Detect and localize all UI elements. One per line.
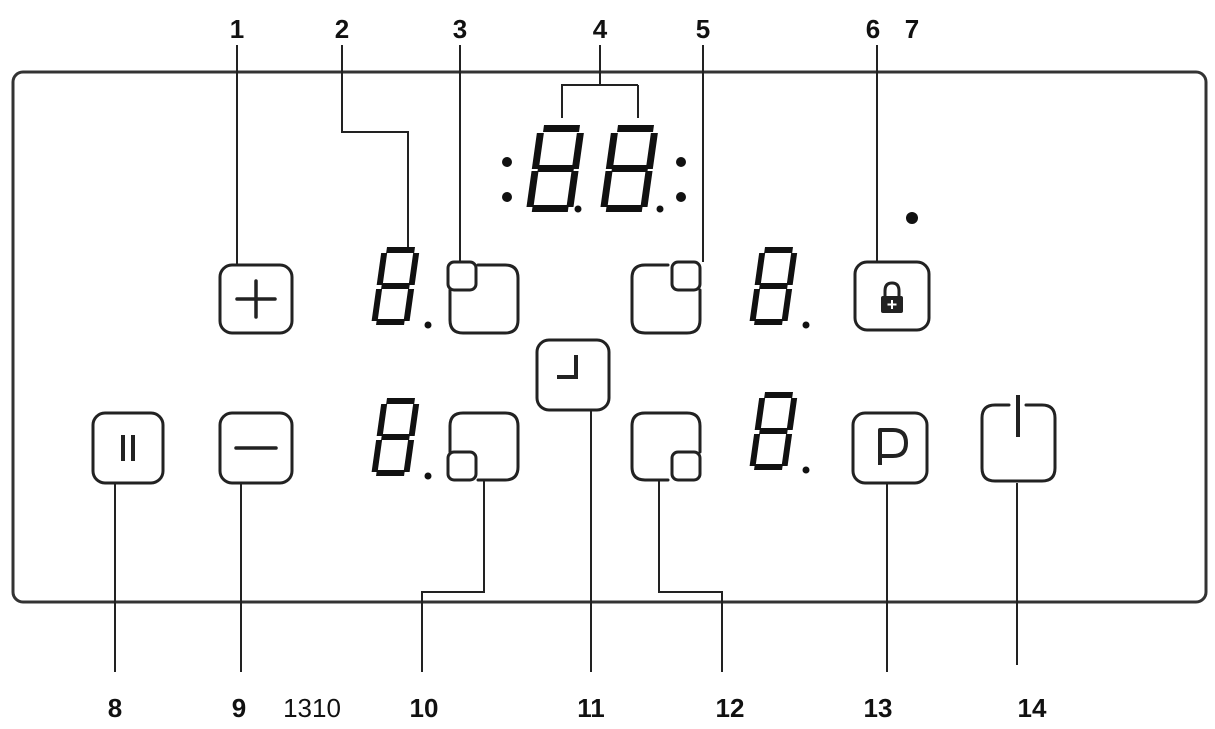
- zone-display-front-right: [749, 247, 798, 325]
- callout-11: 11: [577, 693, 605, 723]
- timer-icon: [557, 355, 578, 379]
- program-icon: [878, 428, 908, 465]
- callout-5: 5: [696, 14, 710, 44]
- figure-code: 1310: [283, 693, 341, 723]
- callout-6: 6: [866, 14, 880, 44]
- callout-7: 7: [905, 14, 919, 44]
- timer-display: [502, 125, 686, 213]
- callout-4: 4: [593, 14, 608, 44]
- power-button[interactable]: [980, 395, 1057, 483]
- program-button[interactable]: [851, 411, 929, 485]
- callout-8: 8: [108, 693, 122, 723]
- callout-1: 1: [230, 14, 244, 44]
- pause-button[interactable]: [91, 411, 165, 485]
- zone-key-rear-left[interactable]: [446, 411, 520, 482]
- callout-labels: 1 2 3 4 5 6 7 8 9 1310 10 11 12 13 14: [108, 14, 1047, 723]
- timer-digit-2: [600, 125, 658, 212]
- plus-icon: [235, 279, 277, 319]
- callout-13: 13: [864, 693, 893, 723]
- callout-12: 12: [716, 693, 745, 723]
- timer-digit-1: [526, 125, 584, 212]
- zone-key-rear-right[interactable]: [630, 411, 702, 482]
- leader-lines: [114, 45, 1018, 672]
- minus-button[interactable]: [218, 411, 294, 485]
- zone-display-rear-left: [371, 398, 420, 476]
- callout-9: 9: [232, 693, 246, 723]
- callout-10: 10: [410, 693, 439, 723]
- callout-3: 3: [453, 14, 467, 44]
- zone-display-rear-right: [749, 392, 798, 470]
- zone-key-front-right[interactable]: [630, 260, 702, 335]
- zone-display-front-left: [371, 247, 420, 325]
- callout-14: 14: [1018, 693, 1047, 723]
- plus-button[interactable]: [218, 263, 294, 335]
- lock-icon: [881, 281, 903, 313]
- callout-2: 2: [335, 14, 349, 44]
- lock-button[interactable]: [853, 260, 931, 332]
- zone-key-front-left[interactable]: [446, 260, 520, 335]
- timer-button[interactable]: [535, 338, 611, 412]
- indicator-light: [906, 212, 918, 224]
- pause-icon: [121, 435, 135, 461]
